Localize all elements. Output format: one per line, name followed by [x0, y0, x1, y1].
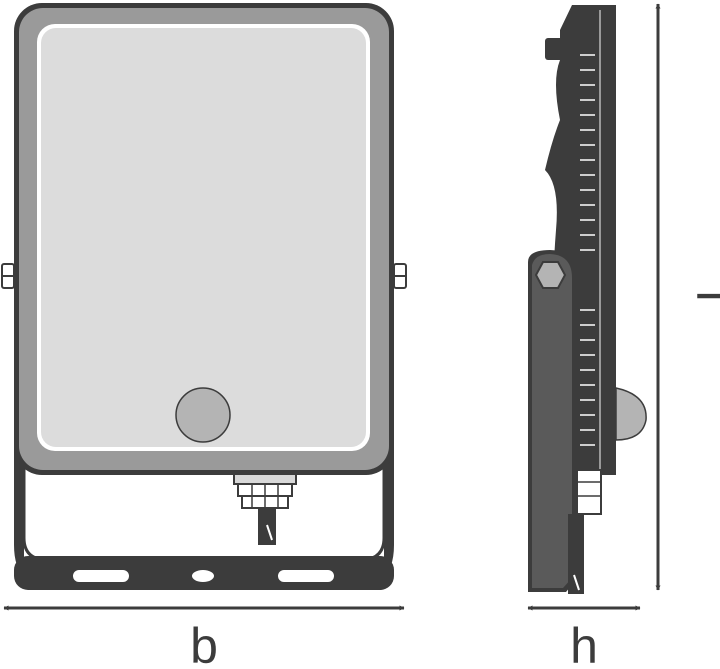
cable-gland [233, 473, 297, 509]
dimensions: b h l [3, 3, 720, 669]
mounting-slot-right [276, 568, 336, 584]
front-view [1, 3, 407, 590]
side-cable-gland [576, 469, 602, 515]
width-label: b [190, 618, 218, 669]
side-sensor-dome [615, 387, 647, 441]
mounting-slot-left [71, 568, 131, 584]
side-view [528, 5, 647, 594]
lens [41, 28, 366, 447]
mounting-hole-center [190, 568, 216, 584]
cooling-fins [580, 54, 595, 446]
motion-sensor [175, 387, 231, 443]
side-top-knob [545, 38, 567, 60]
side-power-cable [568, 514, 584, 594]
pivot-bolt [534, 261, 567, 289]
side-front-face [600, 5, 616, 475]
length-label: l [686, 290, 720, 301]
depth-label: h [570, 618, 598, 669]
